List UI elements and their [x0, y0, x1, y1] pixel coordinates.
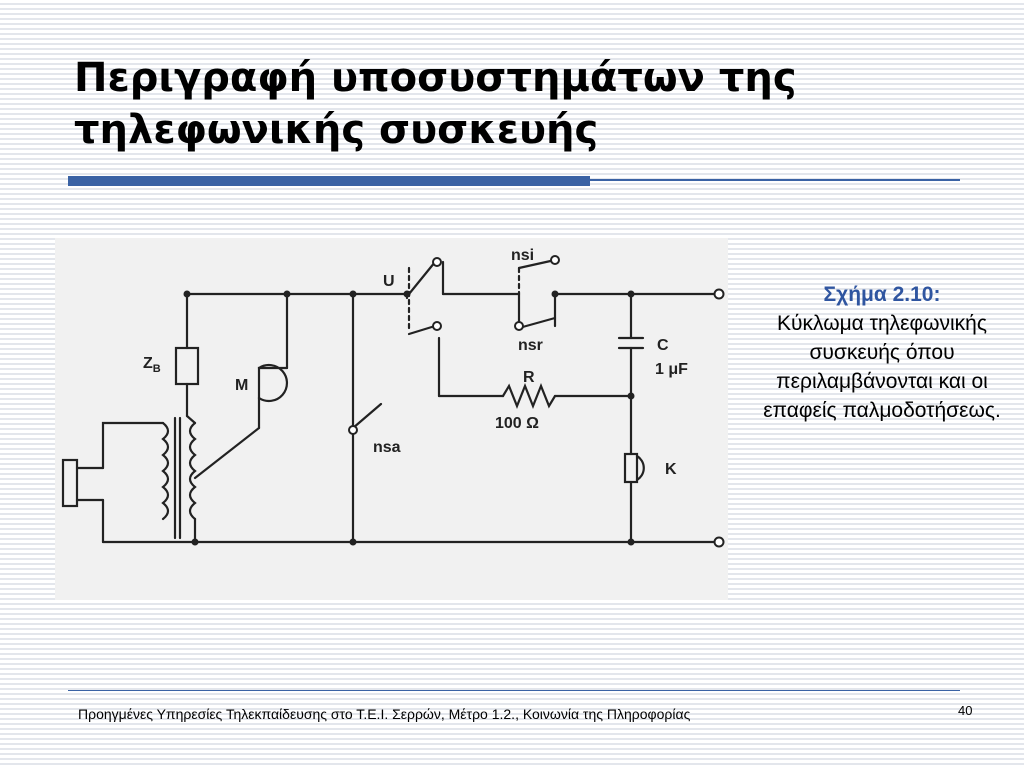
caption-label: Σχήμα 2.10:	[823, 283, 941, 306]
footer-divider	[68, 690, 960, 691]
nsr-switch-blade	[517, 316, 557, 330]
earpiece-leads	[75, 466, 105, 502]
footer-text: Προηγμένες Υπηρεσίες Τηλεκπαίδευσης στο …	[78, 706, 691, 722]
mic-wire-to-transformer	[193, 426, 261, 480]
figure-caption: Σχήμα 2.10: Κύκλωμα τηλεφωνικής συσκευής…	[762, 280, 1002, 425]
nsi-switch-blade	[517, 258, 557, 270]
circuit-terminals	[348, 255, 725, 548]
ringer-bell	[635, 454, 645, 482]
slide-title: Περιγραφή υποσυστημάτων της τηλεφωνικής …	[74, 55, 797, 153]
circuit-junctions	[183, 290, 635, 546]
label-zb: ZB	[143, 355, 161, 375]
receiver-wire-top	[101, 421, 165, 470]
title-underline-thin	[590, 179, 960, 181]
label-nsr: nsr	[518, 337, 543, 354]
transformer-lead-top	[185, 414, 197, 425]
circuit-diagram: U nsi nsr C 1 μF R 100 Ω ZB M nsa K	[61, 247, 725, 548]
caption-text: Κύκλωμα τηλεφωνικής συσκευής όπου περιλα…	[763, 312, 1001, 422]
label-nsa: nsa	[373, 439, 401, 456]
label-r-value: 100 Ω	[495, 415, 539, 432]
transformer-secondary-coil	[188, 421, 197, 521]
label-c: C	[657, 337, 669, 354]
u-switch-upper-blade	[407, 260, 437, 296]
label-r: R	[523, 369, 535, 386]
zb-impedance	[174, 346, 200, 386]
page-number: 40	[958, 703, 973, 718]
label-nsi: nsi	[511, 247, 534, 264]
nsa-switch-blade	[351, 402, 383, 430]
transformer-primary-coil	[161, 421, 170, 521]
u-switch-lower-blade	[407, 324, 437, 336]
label-m: M	[235, 377, 248, 394]
ringer-k	[623, 452, 639, 484]
resistor-r	[501, 383, 557, 409]
label-c-value: 1 μF	[655, 361, 688, 378]
microphone-capsule	[257, 363, 289, 403]
circuit-diagram-panel: U nsi nsr C 1 μF R 100 Ω ZB M nsa K	[55, 238, 728, 600]
label-u: U	[383, 273, 395, 290]
earpiece-receiver	[61, 458, 79, 508]
label-k: K	[665, 461, 677, 478]
title-underline-thick	[68, 176, 590, 186]
